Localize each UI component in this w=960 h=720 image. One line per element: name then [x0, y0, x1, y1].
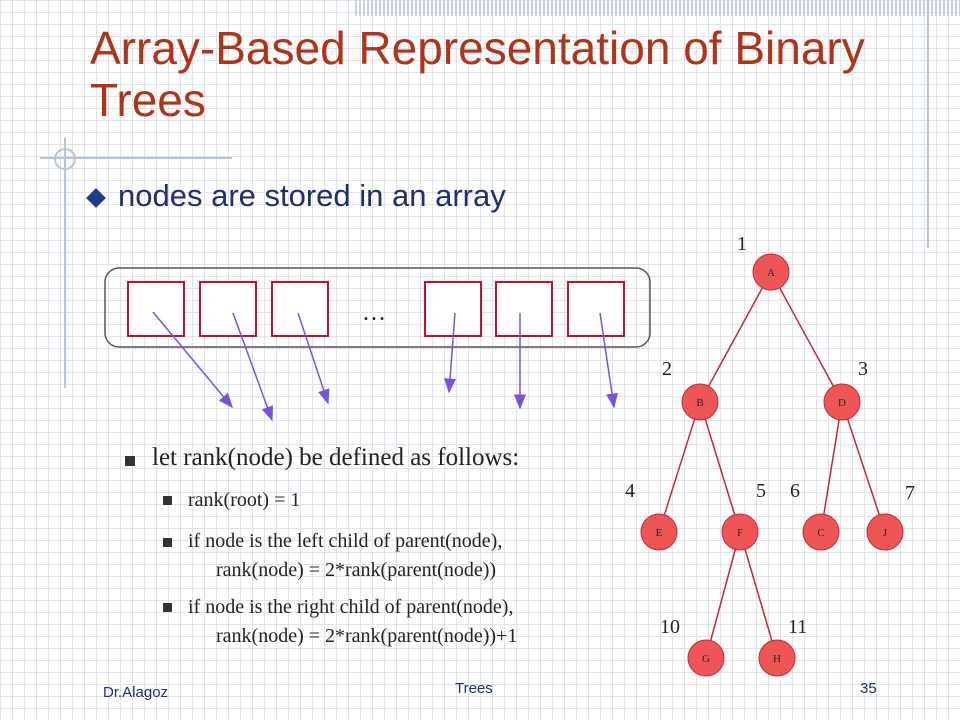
tree-rank-label: 11 [788, 616, 807, 638]
array-arrow [599, 312, 618, 409]
tree-node-label: B [696, 397, 703, 409]
tree-node-label: J [883, 527, 888, 539]
tree-edge [709, 549, 737, 641]
rule-right-child: if node is the right child of parent(nod… [188, 596, 514, 618]
tree-node-h [758, 639, 796, 677]
tree-node-e [640, 513, 678, 551]
footer-author: Dr.Alagoz [103, 684, 169, 701]
tree-node-d [823, 383, 861, 421]
subtitle-bullet: nodes are stored in an array [118, 178, 506, 213]
tree-edge [707, 287, 764, 387]
tree-edge [823, 419, 840, 515]
tree-node-label: C [817, 527, 824, 539]
bullet-square-icon [163, 496, 172, 505]
tree-edge [846, 418, 881, 516]
slide-title: Array-Based Representation of Binary Tre… [90, 22, 865, 126]
tree-node-f [721, 513, 759, 551]
tree-edge [778, 287, 835, 387]
array-arrow [297, 312, 330, 405]
tree-node-label: D [838, 397, 846, 409]
corner-circle-icon [54, 148, 76, 170]
tree-edge [704, 418, 736, 516]
array-cell [567, 281, 625, 337]
rank-intro: let rank(node) be defined as follows: [152, 444, 520, 471]
tree-rank-label: 3 [858, 358, 868, 380]
tree-node-g [687, 639, 725, 677]
bullet-square-icon [163, 538, 172, 547]
array-cell [424, 281, 482, 337]
bullet-square-icon [163, 603, 172, 612]
rule-right-child-formula: rank(node) = 2*rank(parent(node))+1 [216, 625, 518, 647]
tree-rank-label: 4 [625, 480, 635, 502]
right-frame-line [927, 0, 929, 248]
footer-page-number: 35 [860, 680, 877, 697]
array-cell [271, 281, 329, 337]
array-arrow [232, 312, 274, 422]
tree-rank-label: 2 [662, 358, 672, 380]
tree-node-a [752, 253, 790, 291]
rule-left-child: if node is the left child of parent(node… [188, 530, 503, 552]
tree-node-c [802, 513, 840, 551]
tree-node-label: H [773, 653, 781, 665]
rule-left-child-formula: rank(node) = 2*rank(parent(node)) [216, 559, 497, 581]
tree-node-b [681, 383, 719, 421]
array-container [104, 267, 651, 348]
rule-root: rank(root) = 1 [188, 489, 301, 511]
array-cell [199, 281, 257, 337]
top-decor-band [355, 0, 960, 16]
tree-rank-label: 5 [756, 480, 766, 502]
bullet-square-icon [125, 456, 135, 466]
array-cell [127, 281, 185, 337]
tree-rank-label: 6 [790, 480, 800, 502]
tree-node-label: F [737, 527, 743, 539]
array-arrow [444, 312, 457, 394]
array-cell [495, 281, 553, 337]
tree-rank-label: 7 [905, 482, 915, 504]
footer-topic: Trees [455, 680, 493, 697]
tree-rank-label: 1 [737, 233, 747, 255]
bullet-diamond-icon [86, 188, 106, 208]
array-ellipsis: … [362, 300, 386, 326]
tree-node-label: E [656, 527, 663, 539]
title-underline [40, 157, 232, 159]
tree-node-j [866, 513, 904, 551]
left-frame-line [64, 138, 66, 388]
tree-rank-label: 10 [660, 616, 680, 638]
tree-node-label: G [702, 653, 710, 665]
tree-edge [663, 418, 696, 516]
tree-edge [744, 549, 773, 641]
array-arrow [152, 311, 233, 409]
tree-node-label: A [767, 267, 775, 279]
